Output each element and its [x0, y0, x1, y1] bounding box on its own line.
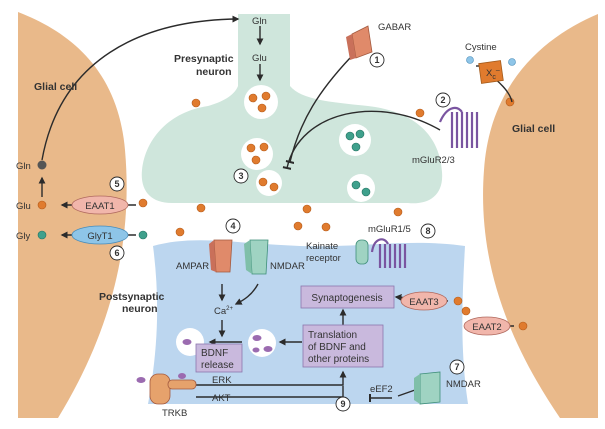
translation-line-3: other proteins [308, 354, 369, 365]
svg-text:1: 1 [374, 55, 379, 65]
svg-text:7: 7 [454, 362, 459, 372]
gln-top-label: Gln [252, 16, 267, 27]
gabar-label: GABAR [378, 22, 411, 33]
svg-text:8: 8 [425, 226, 430, 236]
presynaptic-label-1: Presynaptic [174, 53, 234, 65]
nmdar-receptor [244, 239, 269, 275]
bdnf-line-1: BDNF [201, 348, 228, 359]
presynaptic-label-2: neuron [196, 66, 232, 78]
glial-left-label: Glial cell [34, 81, 77, 93]
svg-text:5: 5 [114, 179, 119, 189]
kainate-label-2: receptor [306, 253, 341, 264]
eaat1-label: EAAT1 [85, 201, 114, 212]
cystine-in [508, 58, 516, 66]
step-2-badge: 2 [435, 92, 451, 108]
akt-label: AKT [212, 393, 231, 404]
postsynaptic-label-1: Postsynaptic [99, 291, 165, 303]
postsynaptic-label-2: neuron [122, 303, 158, 315]
kainate-label-1: Kainate [306, 241, 338, 252]
glutamate-molecules [37, 91, 528, 331]
gly-left-label: Gly [16, 231, 31, 242]
bdnf-molecules [136, 335, 273, 383]
mglur23-receptor [438, 106, 479, 148]
translation-line-1: Translation [308, 330, 357, 341]
xc-main: X [486, 68, 493, 79]
glyt1-transporter: GlyT1 [71, 225, 129, 245]
glu-left-label: Glu [16, 201, 31, 212]
synaptogenesis-box: Synaptogenesis [300, 285, 395, 309]
glycine-molecules [37, 129, 371, 240]
step-6-badge: 6 [109, 245, 125, 261]
nmdar-receptor-2 [414, 371, 441, 405]
trkb-label: TRKB [162, 408, 187, 419]
erk-label: ERK [212, 375, 232, 386]
trkb-receptor [149, 373, 197, 405]
xc-transporter [478, 60, 504, 84]
eef2-label: eEF2 [370, 384, 393, 395]
bdnf-line-2: release [201, 360, 234, 371]
glu-top-label: Glu [252, 53, 267, 64]
ampar-receptor [209, 239, 233, 273]
xc-label: Xc– [486, 67, 500, 81]
glial-cell-left [18, 12, 127, 418]
step-7-badge: 7 [449, 359, 465, 375]
cystine-label: Cystine [465, 42, 497, 53]
step-1-badge: 1 [369, 52, 385, 68]
step-8-badge: 8 [420, 223, 436, 239]
eaat2-transporter: EAAT2 [463, 316, 511, 336]
gln-molecule [37, 160, 47, 170]
eaat3-label: EAAT3 [409, 297, 438, 308]
eaat3-transporter: EAAT3 [400, 291, 448, 311]
gabar-receptor [346, 25, 373, 60]
step-4-badge: 4 [225, 218, 241, 234]
svg-text:2: 2 [440, 95, 445, 105]
ca-label: Ca2+ [214, 306, 233, 317]
svg-text:4: 4 [230, 221, 235, 231]
nmdar2-label: NMDAR [446, 379, 481, 390]
svg-text:3: 3 [238, 171, 243, 181]
eaat1-transporter: EAAT1 [71, 195, 129, 215]
mglur23-label: mGluR2/3 [412, 155, 455, 166]
presynaptic-neuron [141, 14, 443, 204]
translation-line-2: of BDNF and [308, 342, 366, 353]
step-5-badge: 5 [109, 176, 125, 192]
ca-main: Ca [214, 306, 227, 317]
ca-sup: 2+ [226, 306, 233, 312]
kainate-receptor [355, 239, 369, 265]
translation-box: Translation of BDNF and other proteins [302, 324, 384, 368]
mglur15-label: mGluR1/5 [368, 224, 411, 235]
glyt1-label: GlyT1 [87, 231, 112, 242]
glial-cell-right [483, 14, 598, 418]
nmdar-label: NMDAR [270, 261, 305, 272]
xc-sup: – [496, 67, 500, 74]
step-badges: 1 2 3 4 5 6 7 8 [109, 52, 465, 412]
svg-text:6: 6 [114, 248, 119, 258]
eaat2-label: EAAT2 [472, 322, 501, 333]
gln-left-label: Gln [16, 161, 31, 172]
ampar-label: AMPAR [176, 261, 209, 272]
synaptogenesis-label: Synaptogenesis [311, 293, 382, 304]
step-3-badge: 3 [233, 168, 249, 184]
step-9-badge: 9 [335, 396, 351, 412]
mglur15-receptor [370, 238, 407, 268]
xc-sub: c [492, 74, 496, 81]
glial-right-label: Glial cell [512, 123, 555, 135]
post-vesicle-2 [248, 329, 276, 357]
svg-text:9: 9 [340, 399, 345, 409]
bdnf-release-box: BDNF release [195, 343, 243, 373]
cystine-out [466, 56, 474, 64]
